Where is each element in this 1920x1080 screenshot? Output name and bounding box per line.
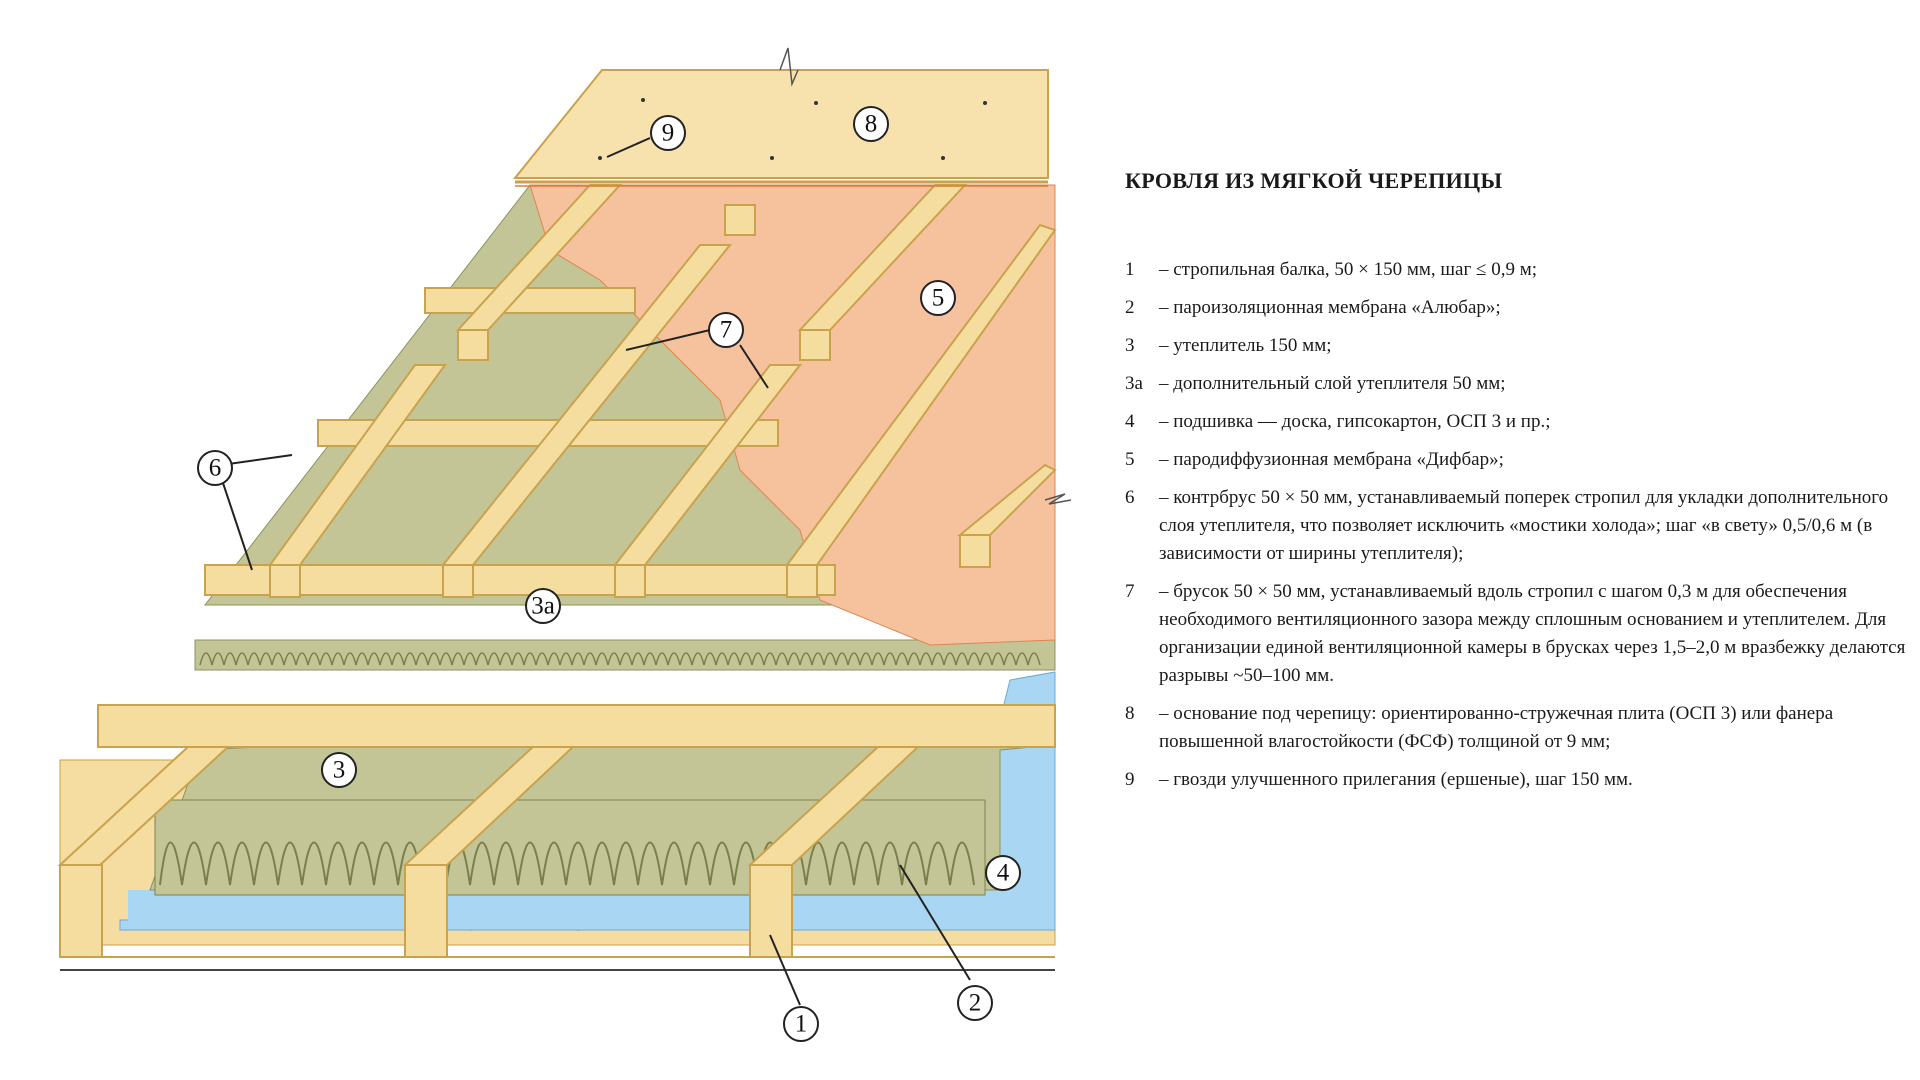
legend-item: 3 – утеплитель 150 мм;	[1125, 332, 1915, 360]
callout-9	[650, 115, 686, 151]
legend-item: 8 – основание под черепицу: ориентирован…	[1125, 700, 1915, 756]
nail-dots	[598, 98, 987, 160]
legend-number: 7	[1125, 581, 1135, 602]
legend-number: 8	[1125, 703, 1135, 724]
callout-8	[853, 106, 889, 142]
callout-circles	[197, 106, 1021, 1042]
counter-batten-lower	[97, 704, 1056, 748]
callout-6-label: 6	[209, 455, 222, 482]
legend-number: 1	[1125, 259, 1135, 280]
legend-item: 9 – гвозди улучшенного прилегания (ершен…	[1125, 766, 1915, 794]
legend-number: 3	[1125, 335, 1135, 356]
legend-list: 1 – стропильная балка, 50 × 150 мм, шаг …	[1125, 256, 1915, 794]
osb-deck	[512, 69, 1049, 179]
break-line-right	[1044, 493, 1072, 505]
callout-4-label: 4	[997, 860, 1010, 887]
counter-batten-top	[424, 287, 636, 314]
callout-4	[985, 855, 1021, 891]
legend-item: 3а – дополнительный слой утеплителя 50 м…	[1125, 370, 1915, 398]
legend-text: – утеплитель 150 мм;	[1159, 335, 1332, 356]
callout-leaders	[199, 137, 971, 1006]
legend-text: – контрбрус 50 × 50 мм, устанавливаемый …	[1159, 487, 1889, 564]
rafter-3-end	[749, 864, 793, 958]
legend-panel: КРОВЛЯ ИЗ МЯГКОЙ ЧЕРЕПИЦЫ 1 – стропильна…	[1125, 168, 1915, 804]
callout-7-label: 7	[720, 317, 733, 344]
legend-number: 9	[1125, 769, 1135, 790]
legend-item: 6 – контрбрус 50 × 50 мм, устанавливаемы…	[1125, 484, 1915, 568]
legend-text: – стропильная балка, 50 × 150 мм, шаг ≤ …	[1159, 259, 1538, 280]
callout-6	[197, 450, 233, 486]
legend-text: – подшивка — доска, гипсокартон, ОСП 3 и…	[1159, 411, 1551, 432]
callout-9-label: 9	[662, 120, 675, 147]
callout-5	[920, 280, 956, 316]
callout-3a-label: 3а	[531, 593, 555, 620]
legend-number: 5	[1125, 449, 1135, 470]
legend-text: – основание под черепицу: ориентированно…	[1159, 703, 1834, 752]
legend-text: – гвозди улучшенного прилегания (ершеные…	[1159, 769, 1633, 790]
legend-item: 4 – подшивка — доска, гипсокартон, ОСП 3…	[1125, 408, 1915, 436]
callout-3-label: 3	[333, 757, 346, 784]
callout-2-label: 2	[969, 990, 982, 1017]
counter-batten-bottom	[204, 564, 836, 596]
callout-2	[957, 985, 993, 1021]
legend-item: 1 – стропильная балка, 50 × 150 мм, шаг …	[1125, 256, 1915, 284]
vent-battens	[268, 184, 1057, 598]
callout-5-label: 5	[932, 285, 945, 312]
legend-item: 5 – пародиффузионная мембрана «Дифбар»;	[1125, 446, 1915, 474]
rafter-2-end	[404, 864, 448, 958]
callout-1	[783, 1006, 819, 1042]
additional-insulation-layer	[194, 639, 1056, 671]
callout-3a	[525, 588, 561, 624]
legend-item: 2 – пароизоляционная мембрана «Алюбар»;	[1125, 294, 1915, 322]
callout-7	[708, 312, 744, 348]
callout-1-label: 1	[795, 1011, 808, 1038]
legend-number: 3а	[1125, 373, 1143, 394]
callout-3	[321, 752, 357, 788]
legend-number: 6	[1125, 487, 1135, 508]
rafter-1-end	[59, 864, 103, 958]
break-line-top	[779, 47, 799, 87]
legend-item: 7 – брусок 50 × 50 мм, устанавливаемый в…	[1125, 578, 1915, 690]
legend-number: 2	[1125, 297, 1135, 318]
roof-cross-section-diagram: 9 8 5 7 6 3а 3 4 1 2	[57, 47, 1072, 1042]
legend-text: – брусок 50 × 50 мм, устанавливаемый вдо…	[1159, 581, 1906, 686]
legend-text: – пародиффузионная мембрана «Дифбар»;	[1159, 449, 1504, 470]
callout-8-label: 8	[865, 111, 878, 138]
legend-title: КРОВЛЯ ИЗ МЯГКОЙ ЧЕРЕПИЦЫ	[1125, 168, 1503, 193]
legend-text: – дополнительный слой утеплителя 50 мм;	[1159, 373, 1506, 394]
legend-number: 4	[1125, 411, 1135, 432]
insulation-wave-pattern	[159, 841, 975, 886]
legend-text: – пароизоляционная мембрана «Алюбар»;	[1159, 297, 1501, 318]
